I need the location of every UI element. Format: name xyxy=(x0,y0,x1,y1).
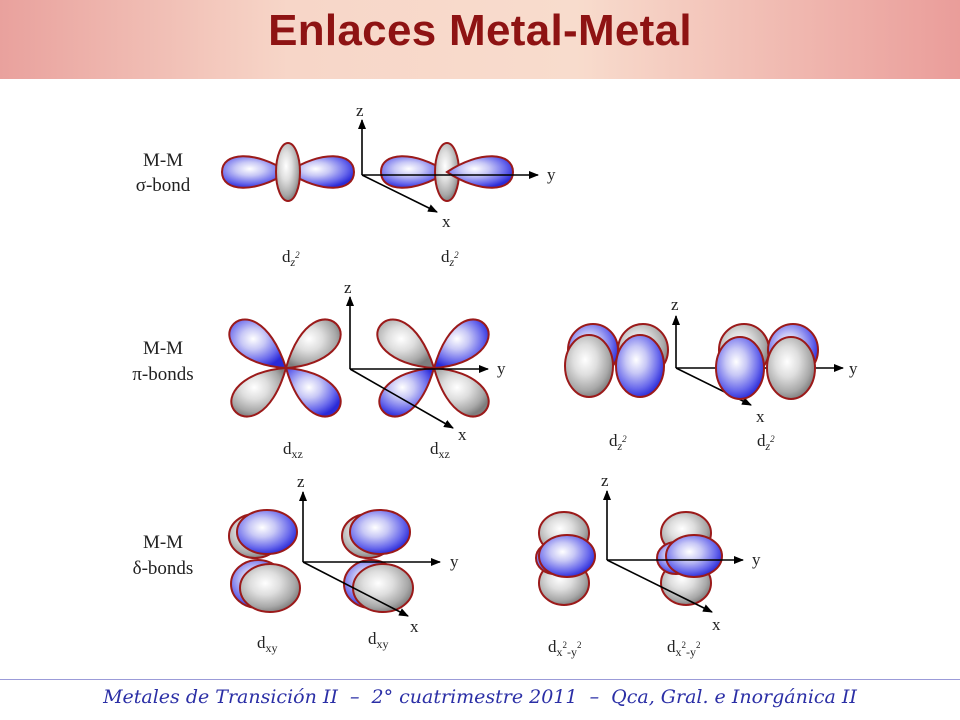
row-label-delta: M-M δ-bonds xyxy=(133,532,194,579)
dxz-orbital-left xyxy=(228,318,342,418)
axis-label-y: y xyxy=(547,165,556,184)
dz2-sigma-orbital-left xyxy=(220,142,356,202)
pi-orbital-pair-left xyxy=(564,323,669,398)
orbital-label-dz2: dz2 xyxy=(282,247,300,269)
row-label-line2: σ-bond xyxy=(136,175,191,196)
axis-label-y: y xyxy=(752,550,761,569)
axes-delta-dx2y2 xyxy=(603,490,744,613)
dxy-orbital-right xyxy=(341,509,414,613)
row-label-line2: δ-bonds xyxy=(133,558,194,579)
orbital-label-dz2: dz2 xyxy=(609,431,627,453)
orbital-label-dz2: dz2 xyxy=(441,247,459,269)
orbital-diagram: M-M σ-bond M-M π-bonds M-M δ-bonds z y x… xyxy=(132,101,858,659)
row-label-pi: M-M π-bonds xyxy=(132,338,193,385)
row-label-line2: π-bonds xyxy=(132,364,193,385)
dz2-sigma-orbital-right xyxy=(379,142,515,202)
orbital-label-dxz: dxz xyxy=(283,439,303,461)
axis-label-z: z xyxy=(344,278,352,297)
axis-label-z: z xyxy=(601,471,609,490)
orbital-label-dxy: dxy xyxy=(257,633,278,655)
dx2y2-orbital-left xyxy=(535,511,596,606)
axes-sigma xyxy=(358,119,539,213)
axis-label-x: x xyxy=(756,407,765,426)
row-label-line1: M-M xyxy=(143,338,183,359)
axis-label-z: z xyxy=(297,472,305,491)
dxz-orbital-right xyxy=(376,318,490,418)
axis-label-x: x xyxy=(458,425,467,444)
orbital-label-dx2y2: dx2-y2 xyxy=(667,637,701,659)
axis-label-x: x xyxy=(442,212,451,231)
dx2y2-orbital-right xyxy=(656,511,723,606)
axes-delta-dxy xyxy=(299,491,441,617)
orbital-label-dz2: dz2 xyxy=(757,431,775,453)
dxy-orbital-left xyxy=(228,509,301,613)
axis-label-y: y xyxy=(450,552,459,571)
axis-label-y: y xyxy=(849,359,858,378)
axis-label-x: x xyxy=(712,615,721,634)
axis-label-x: x xyxy=(410,617,419,636)
axis-label-y: y xyxy=(497,359,506,378)
axes-pi-dxz xyxy=(346,296,489,429)
axis-label-z: z xyxy=(356,101,364,120)
orbital-label-dx2y2: dx2-y2 xyxy=(548,637,582,659)
footer-divider xyxy=(0,679,960,680)
slide-title: Enlaces Metal-Metal xyxy=(268,6,692,55)
orbital-label-dxy: dxy xyxy=(368,629,389,651)
title-banner: Enlaces Metal-Metal xyxy=(0,0,960,79)
pi-orbital-pair-right-front xyxy=(715,336,816,400)
slide-footer: Metales de Transición II – 2° cuatrimest… xyxy=(103,686,857,708)
orbital-label-dxz: dxz xyxy=(430,439,450,461)
row-label-line1: M-M xyxy=(143,532,183,553)
axis-label-z: z xyxy=(671,295,679,314)
row-label-sigma: M-M σ-bond xyxy=(136,150,191,196)
row-label-line1: M-M xyxy=(143,150,183,171)
